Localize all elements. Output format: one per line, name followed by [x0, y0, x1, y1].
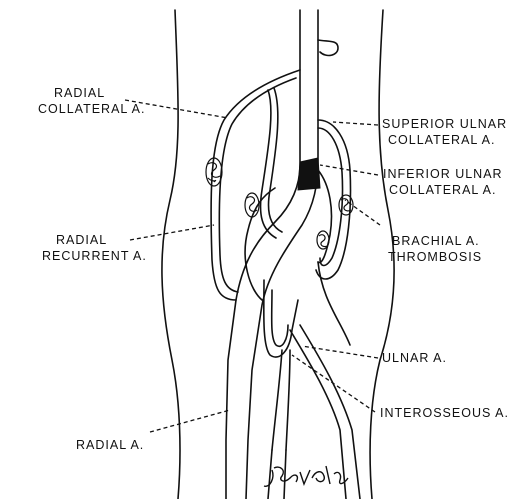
label-radial: RADIAL A. — [76, 437, 144, 453]
thrombosis-mark — [298, 158, 320, 190]
label-brachial-thrombosis: BRACHIAL A. THROMBOSIS — [388, 233, 482, 265]
label-radial-collateral: RADIAL COLLATERAL A. — [38, 85, 145, 117]
label-superior-ulnar-collateral: SUPERIOR ULNAR COLLATERAL A. — [382, 116, 507, 148]
leader-lines — [125, 100, 380, 432]
label-ulnar: ULNAR A. — [382, 350, 447, 366]
label-inferior-ulnar-collateral: INFERIOR ULNAR COLLATERAL A. — [383, 166, 503, 198]
signature — [264, 466, 348, 486]
leader-radial — [150, 410, 230, 432]
leader-interosseous — [292, 355, 375, 412]
leader-ulnar — [302, 346, 378, 358]
label-interosseous: INTEROSSEOUS A. — [380, 405, 509, 421]
brachial-artery-left-wall — [226, 10, 300, 499]
leader-superior-ulnar — [333, 122, 378, 125]
label-radial-recurrent: RADIAL RECURRENT A. — [42, 232, 147, 264]
interosseous-artery — [272, 350, 282, 450]
small-loop — [318, 40, 338, 55]
radial-collateral-artery — [211, 70, 300, 300]
